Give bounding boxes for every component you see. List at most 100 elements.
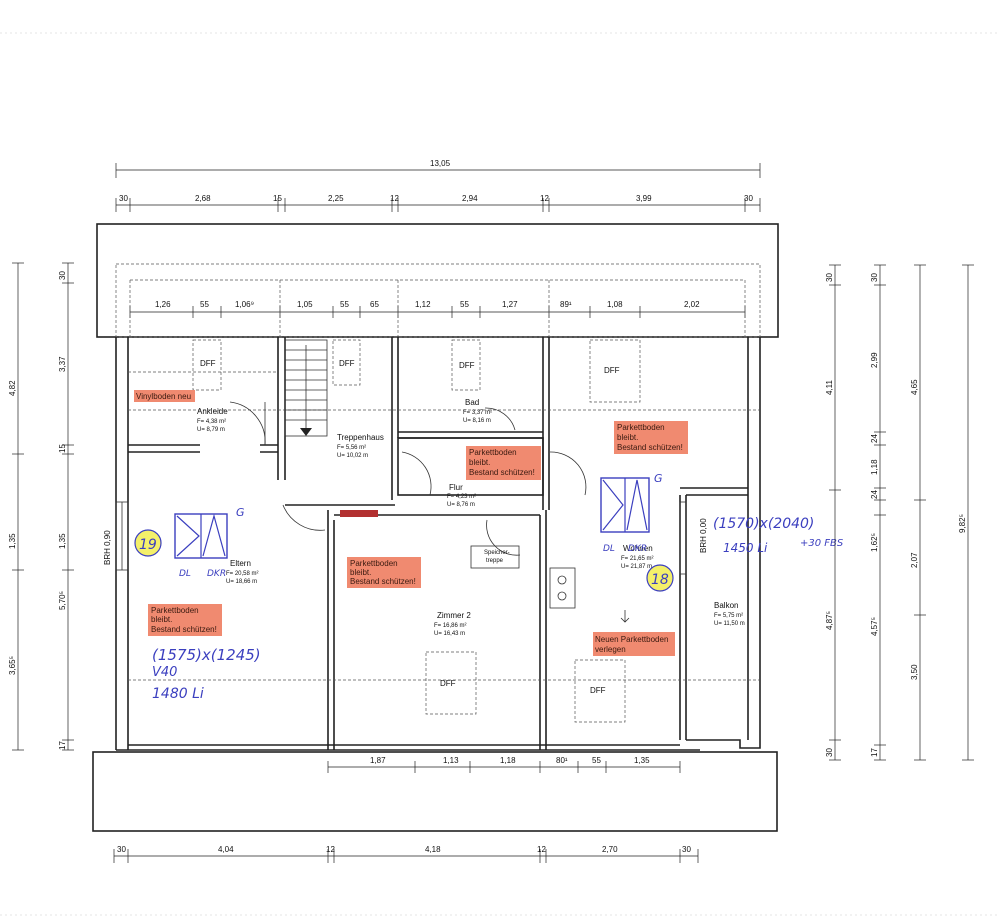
dim-left-inner-5: 17 bbox=[58, 741, 67, 750]
dim-right-b-7: 17 bbox=[870, 748, 879, 757]
svg-text:bleibt.: bleibt. bbox=[617, 433, 638, 442]
window-u-left: V40 bbox=[152, 665, 177, 680]
dim-bottom-inner-0: 1,87 bbox=[370, 756, 386, 765]
room-area-wohnen: F= 21,65 m² bbox=[621, 556, 654, 562]
dim-bottom-inner-1: 1,13 bbox=[443, 756, 459, 765]
room-name-treppenhaus: Treppenhaus bbox=[337, 433, 384, 442]
room-area-bad: F= 3,37 m² bbox=[463, 410, 492, 416]
dim-bottom-outer-5: 2,70 bbox=[602, 845, 618, 854]
window-li-right: 1450 Li bbox=[723, 541, 768, 555]
svg-text:bleibt.: bleibt. bbox=[469, 458, 490, 467]
dim-inner-4: 55 bbox=[340, 300, 349, 309]
room-perimeter-zimmer2: U= 16,43 m bbox=[434, 631, 465, 637]
room-bad: Bad F= 3,37 m² U= 8,16 m bbox=[463, 398, 492, 424]
dim-top-7: 3,99 bbox=[636, 194, 652, 203]
dim-inner-10: 1,08 bbox=[607, 300, 623, 309]
dim-inner-6: 1,12 bbox=[415, 300, 431, 309]
dim-inner-1: 55 bbox=[200, 300, 209, 309]
right-dimension-chains: 30 4,11 4,87⁵ 30 30 2,99 24 1,18 24 1,62… bbox=[825, 264, 974, 761]
room-treppenhaus: Treppenhaus F= 5,56 m² U= 10,02 m bbox=[337, 433, 384, 459]
svg-text:Vinylboden neu: Vinylboden neu bbox=[136, 392, 191, 401]
handwriting-left: 19 G DL DKR (1575)x(1245) V40 1480 Li bbox=[134, 506, 261, 702]
window-number-badge-right bbox=[646, 564, 674, 592]
inner-dimension-chain: 1,26 55 1,06⁹ 1,05 55 65 1,12 55 1,27 89… bbox=[129, 300, 746, 318]
room-perimeter-ankleide: U= 8,79 m bbox=[197, 427, 225, 433]
dim-right-c-1: 2,07 bbox=[910, 552, 919, 568]
svg-text:Neuen Parkettboden: Neuen Parkettboden bbox=[595, 635, 668, 644]
svg-text:bleibt.: bleibt. bbox=[151, 615, 172, 624]
bottom-dimension-chains: 1,87 1,13 1,18 80¹ 55 1,35 30 4,04 12 4,… bbox=[113, 756, 699, 863]
room-area-zimmer2: F= 16,86 m² bbox=[434, 623, 467, 629]
dim-inner-8: 1,27 bbox=[502, 300, 518, 309]
room-wohnen: Wohnen F= 21,65 m² U= 21,87 m bbox=[621, 544, 654, 570]
room-area-treppenhaus: F= 5,56 m² bbox=[337, 445, 366, 451]
note-vinyl: Vinylboden neu bbox=[134, 390, 195, 402]
brh-label-left: BRH 0,90 bbox=[103, 530, 112, 565]
svg-text:Parkettboden: Parkettboden bbox=[617, 423, 665, 432]
window-number-right: 18 bbox=[651, 572, 669, 588]
room-name-flur: Flur bbox=[449, 483, 463, 492]
dim-inner-7: 55 bbox=[460, 300, 469, 309]
room-perimeter-balkon: U= 11,50 m bbox=[714, 621, 745, 627]
room-flur: Flur F= 4,23 m² U= 8,76 m bbox=[447, 483, 476, 508]
room-name-eltern: Eltern bbox=[230, 559, 251, 568]
glass-mark-left: G bbox=[236, 506, 245, 519]
dff-label-5: DFF bbox=[440, 679, 456, 688]
opening-type-left-2: DKR bbox=[207, 569, 226, 579]
dim-bottom-outer-6: 30 bbox=[682, 845, 691, 854]
dff-label-4: DFF bbox=[604, 366, 620, 375]
window-number-left: 19 bbox=[139, 537, 157, 553]
room-area-eltern: F= 20,58 m² bbox=[226, 571, 259, 577]
glass-mark-right: G bbox=[654, 472, 663, 485]
speichertreppe-box bbox=[470, 545, 520, 569]
handwriting-right: G DL DKR 18 (1570)x(2040) +30 FBS 1450 L… bbox=[600, 472, 844, 592]
room-name-balkon: Balkon bbox=[714, 601, 738, 610]
room-name-zimmer2: Zimmer 2 bbox=[437, 611, 471, 620]
dim-left-inner-1: 3,37 bbox=[58, 356, 67, 372]
roof-overhang-bottom bbox=[92, 751, 778, 832]
room-perimeter-wohnen: U= 21,87 m bbox=[621, 564, 652, 570]
dim-top-6: 12 bbox=[540, 194, 549, 203]
dim-bottom-outer-1: 4,04 bbox=[218, 845, 234, 854]
dim-bottom-outer-3: 4,18 bbox=[425, 845, 441, 854]
dim-inner-11: 2,02 bbox=[684, 300, 700, 309]
arrow-down-icon bbox=[620, 610, 630, 623]
opening-type-right-2: DKR bbox=[628, 544, 647, 554]
dim-bottom-inner-2: 1,18 bbox=[500, 756, 516, 765]
dim-left-outer-1: 1,35 bbox=[8, 533, 17, 549]
roof-dashed-outline bbox=[115, 263, 761, 338]
room-area-balkon: F= 5,75 m² bbox=[714, 613, 743, 619]
room-perimeter-treppenhaus: U= 10,02 m bbox=[337, 453, 368, 459]
dim-left-inner-0: 30 bbox=[58, 271, 67, 280]
note-parkett-zimmer2: Parkettboden bleibt. Bestand schützen! bbox=[347, 557, 421, 588]
room-perimeter-eltern: U= 18,66 m bbox=[226, 579, 257, 585]
dim-right-c-0: 4,65 bbox=[910, 379, 919, 395]
room-zimmer2: Zimmer 2 F= 16,86 m² U= 16,43 m bbox=[434, 611, 471, 637]
roof-overhang-top bbox=[96, 223, 779, 338]
room-balkon: Balkon F= 5,75 m² U= 11,50 m bbox=[714, 601, 745, 627]
dim-right-a-2: 4,87⁵ bbox=[825, 611, 834, 630]
dim-right-b-6: 4,57⁵ bbox=[870, 617, 879, 636]
dim-inner-2: 1,06⁹ bbox=[235, 300, 254, 309]
left-dimension-chains: 4,82 1,35 3,65⁵ 30 3,37 15 1,35 5,70⁵ 17 bbox=[8, 262, 74, 751]
svg-text:verlegen: verlegen bbox=[595, 645, 626, 654]
window-li-left: 1480 Li bbox=[152, 686, 204, 702]
dim-right-c-2: 3,50 bbox=[910, 664, 919, 680]
dim-top-2: 15 bbox=[273, 194, 282, 203]
dim-bottom-inner-5: 1,35 bbox=[634, 756, 650, 765]
dim-bottom-inner-4: 55 bbox=[592, 756, 601, 765]
svg-text:Parkettboden: Parkettboden bbox=[469, 448, 517, 457]
stair-arrow-icon bbox=[300, 428, 312, 436]
dim-left-outer-0: 4,82 bbox=[8, 380, 17, 396]
window-extra-right: +30 FBS bbox=[800, 538, 844, 549]
dim-top-1: 2,68 bbox=[195, 194, 211, 203]
dim-bottom-outer-4: 12 bbox=[537, 845, 546, 854]
dim-top-total: 13,05 bbox=[430, 159, 451, 168]
dim-right-a-1: 4,11 bbox=[825, 379, 834, 395]
svg-text:bleibt.: bleibt. bbox=[350, 568, 371, 577]
dim-left-outer-2: 3,65⁵ bbox=[8, 656, 17, 675]
dim-right-a-0: 30 bbox=[825, 273, 834, 282]
room-name-ankleide: Ankleide bbox=[197, 407, 228, 416]
dim-left-inner-2: 15 bbox=[58, 444, 67, 453]
